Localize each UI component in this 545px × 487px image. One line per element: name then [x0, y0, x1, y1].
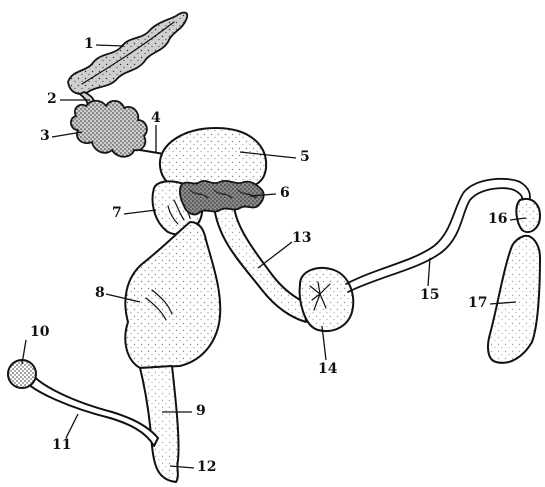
structure-14-rounded-organ — [300, 268, 354, 331]
label-1: 1 — [84, 37, 94, 51]
label-7: 7 — [112, 206, 122, 220]
label-3: 3 — [40, 129, 50, 143]
label-15: 15 — [420, 288, 439, 302]
structure-10-11-bulb-and-tube — [8, 360, 158, 446]
structure-9-lower-stalk — [140, 366, 179, 482]
label-12: 12 — [197, 460, 216, 474]
label-14: 14 — [318, 362, 337, 376]
structure-4-duct — [140, 150, 164, 154]
structure-15-long-tube — [346, 179, 530, 292]
structure-1-elongated-gland — [68, 13, 187, 94]
label-8: 8 — [95, 286, 105, 300]
label-17: 17 — [468, 296, 487, 310]
label-9: 9 — [196, 404, 206, 418]
structure-8-middle-sac — [125, 222, 220, 368]
structure-17-elongated-organ — [488, 236, 540, 363]
label-6: 6 — [280, 186, 290, 200]
structure-3-lobular-cluster — [71, 101, 147, 157]
label-13: 13 — [292, 231, 311, 245]
label-10: 10 — [30, 325, 49, 339]
structure-13-tube — [214, 206, 306, 322]
label-16: 16 — [488, 212, 507, 226]
label-11: 11 — [52, 438, 71, 452]
label-5: 5 — [300, 150, 310, 164]
structure-16-knob — [516, 199, 540, 232]
label-2: 2 — [47, 92, 57, 106]
structure-6-ruffled-band — [180, 181, 264, 215]
label-4: 4 — [151, 111, 161, 125]
